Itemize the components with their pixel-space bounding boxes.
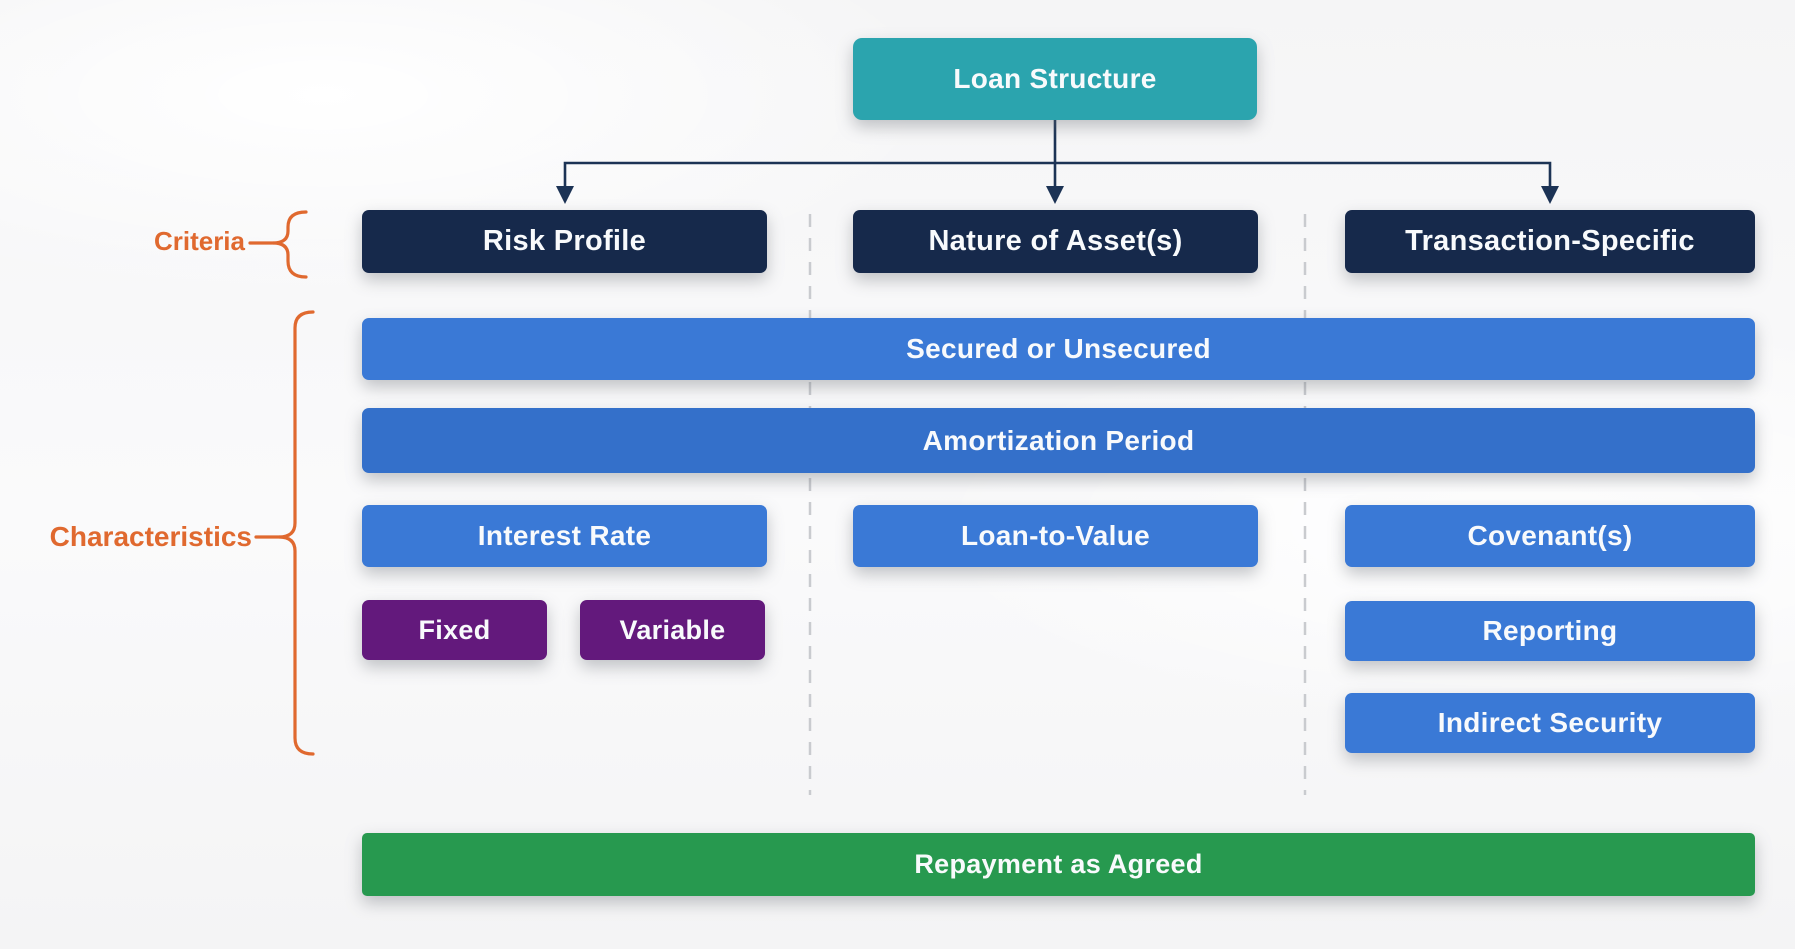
node-secured-or-unsecured: Secured or Unsecured	[362, 318, 1755, 380]
node-loan-to-value: Loan-to-Value	[853, 505, 1258, 567]
tree-connector	[563, 120, 1552, 190]
arrow-to-nature-of-assets	[1046, 186, 1064, 204]
criteria-brace	[248, 210, 308, 279]
characteristics-brace	[254, 310, 315, 756]
node-amortization-period: Amortization Period	[362, 408, 1755, 473]
node-interest-rate: Interest Rate	[362, 505, 767, 567]
arrow-to-transaction-specific	[1541, 186, 1559, 204]
node-repayment-as-agreed: Repayment as Agreed	[362, 833, 1755, 896]
characteristics-label: Characteristics	[49, 521, 252, 552]
node-risk-profile: Risk Profile	[362, 210, 767, 273]
node-reporting: Reporting	[1345, 601, 1755, 661]
node-transaction-specific: Transaction-Specific	[1345, 210, 1755, 273]
node-nature-of-assets: Nature of Asset(s)	[853, 210, 1258, 273]
node-covenants: Covenant(s)	[1345, 505, 1755, 567]
node-loan-structure: Loan Structure	[853, 38, 1257, 120]
criteria-label: Criteria	[153, 226, 245, 256]
node-indirect-security: Indirect Security	[1345, 693, 1755, 753]
arrowheads	[556, 186, 1559, 204]
node-fixed: Fixed	[362, 600, 547, 660]
node-variable: Variable	[580, 600, 765, 660]
arrow-to-risk-profile	[556, 186, 574, 204]
